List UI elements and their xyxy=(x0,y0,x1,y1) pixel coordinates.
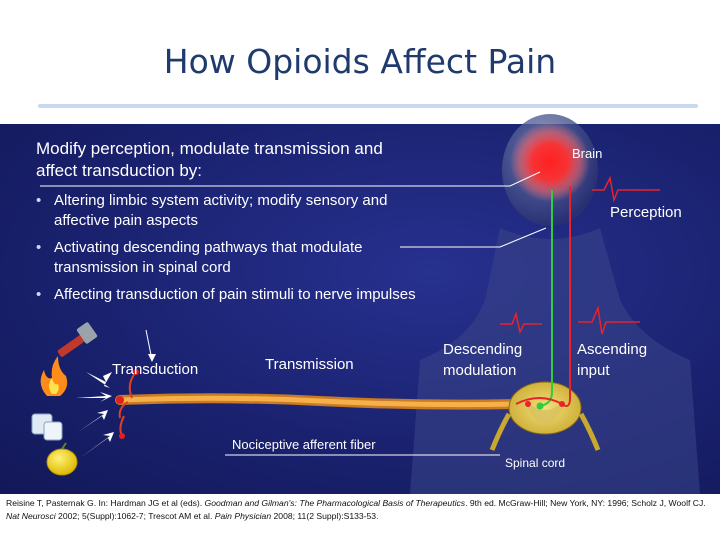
ice-icon xyxy=(31,413,63,441)
stimulus-arrows xyxy=(76,372,114,458)
label-nociceptive-fiber: Nociceptive afferent fiber xyxy=(232,437,376,452)
hammer-icon xyxy=(57,322,98,357)
label-brain: Brain xyxy=(572,146,603,161)
impulse-traces xyxy=(500,175,660,335)
bullet-icon: • xyxy=(36,239,42,256)
citation-details: 2008; 11(2 Suppl):S133-53. xyxy=(271,511,379,521)
label-transduction: Transduction xyxy=(112,361,199,378)
bullet-text: Activating descending pathways that modu… xyxy=(54,239,363,276)
ascending-pathway xyxy=(515,186,571,407)
bullet-icon: • xyxy=(36,286,42,303)
citation: Reisine T, Pasternak G. In: Hardman JG e… xyxy=(6,497,714,523)
citation-journal: Nat Neurosci xyxy=(6,511,56,521)
citation-details: 2002; 5(Suppl):1062-7; Trescot AM et al. xyxy=(55,511,215,521)
flame-icon xyxy=(40,356,68,396)
bullet-text: Altering limbic system activity; modify … xyxy=(54,192,388,229)
label-descending-text: Descending modulation xyxy=(443,341,523,379)
bullet-item: • Altering limbic system activity; modify… xyxy=(36,191,434,231)
citation-journal: Pain Physician xyxy=(214,511,272,521)
brain-icon xyxy=(510,122,590,202)
citation-authors: Reisine T, Pasternak G. In: Hardman JG e… xyxy=(6,498,205,508)
label-ascending-input: Ascending input xyxy=(577,339,661,381)
bullet-item: • Activating descending pathways that mod… xyxy=(36,238,434,278)
citation-book: Goodman and Gilman's: The Pharmacologica… xyxy=(204,498,466,508)
intro-text: Modify perception, modulate transmission… xyxy=(36,139,383,180)
page-title: How Opioids Affect Pain xyxy=(163,42,557,81)
bullet-icon: • xyxy=(36,192,42,209)
callout-lines xyxy=(40,171,547,456)
citation-details: . 9th ed. McGraw-Hill; New York, NY: 199… xyxy=(465,498,706,508)
label-transmission: Transmission xyxy=(265,356,354,373)
nociceptive-fiber xyxy=(115,369,520,439)
descending-pathway xyxy=(536,190,553,410)
label-spinal-cord: Spinal cord xyxy=(505,456,566,470)
label-ascending-text: Ascending input xyxy=(577,341,648,379)
spinal-cord-icon xyxy=(489,381,601,451)
bullet-item: • Affecting transduction of pain stimuli … xyxy=(36,285,434,305)
label-descending-modulation: Descending modulation xyxy=(443,339,535,381)
bullet-text: Affecting transduction of pain stimuli t… xyxy=(54,286,416,303)
title-divider xyxy=(38,104,698,108)
lemon-icon xyxy=(46,442,78,476)
label-perception: Perception xyxy=(610,204,682,221)
